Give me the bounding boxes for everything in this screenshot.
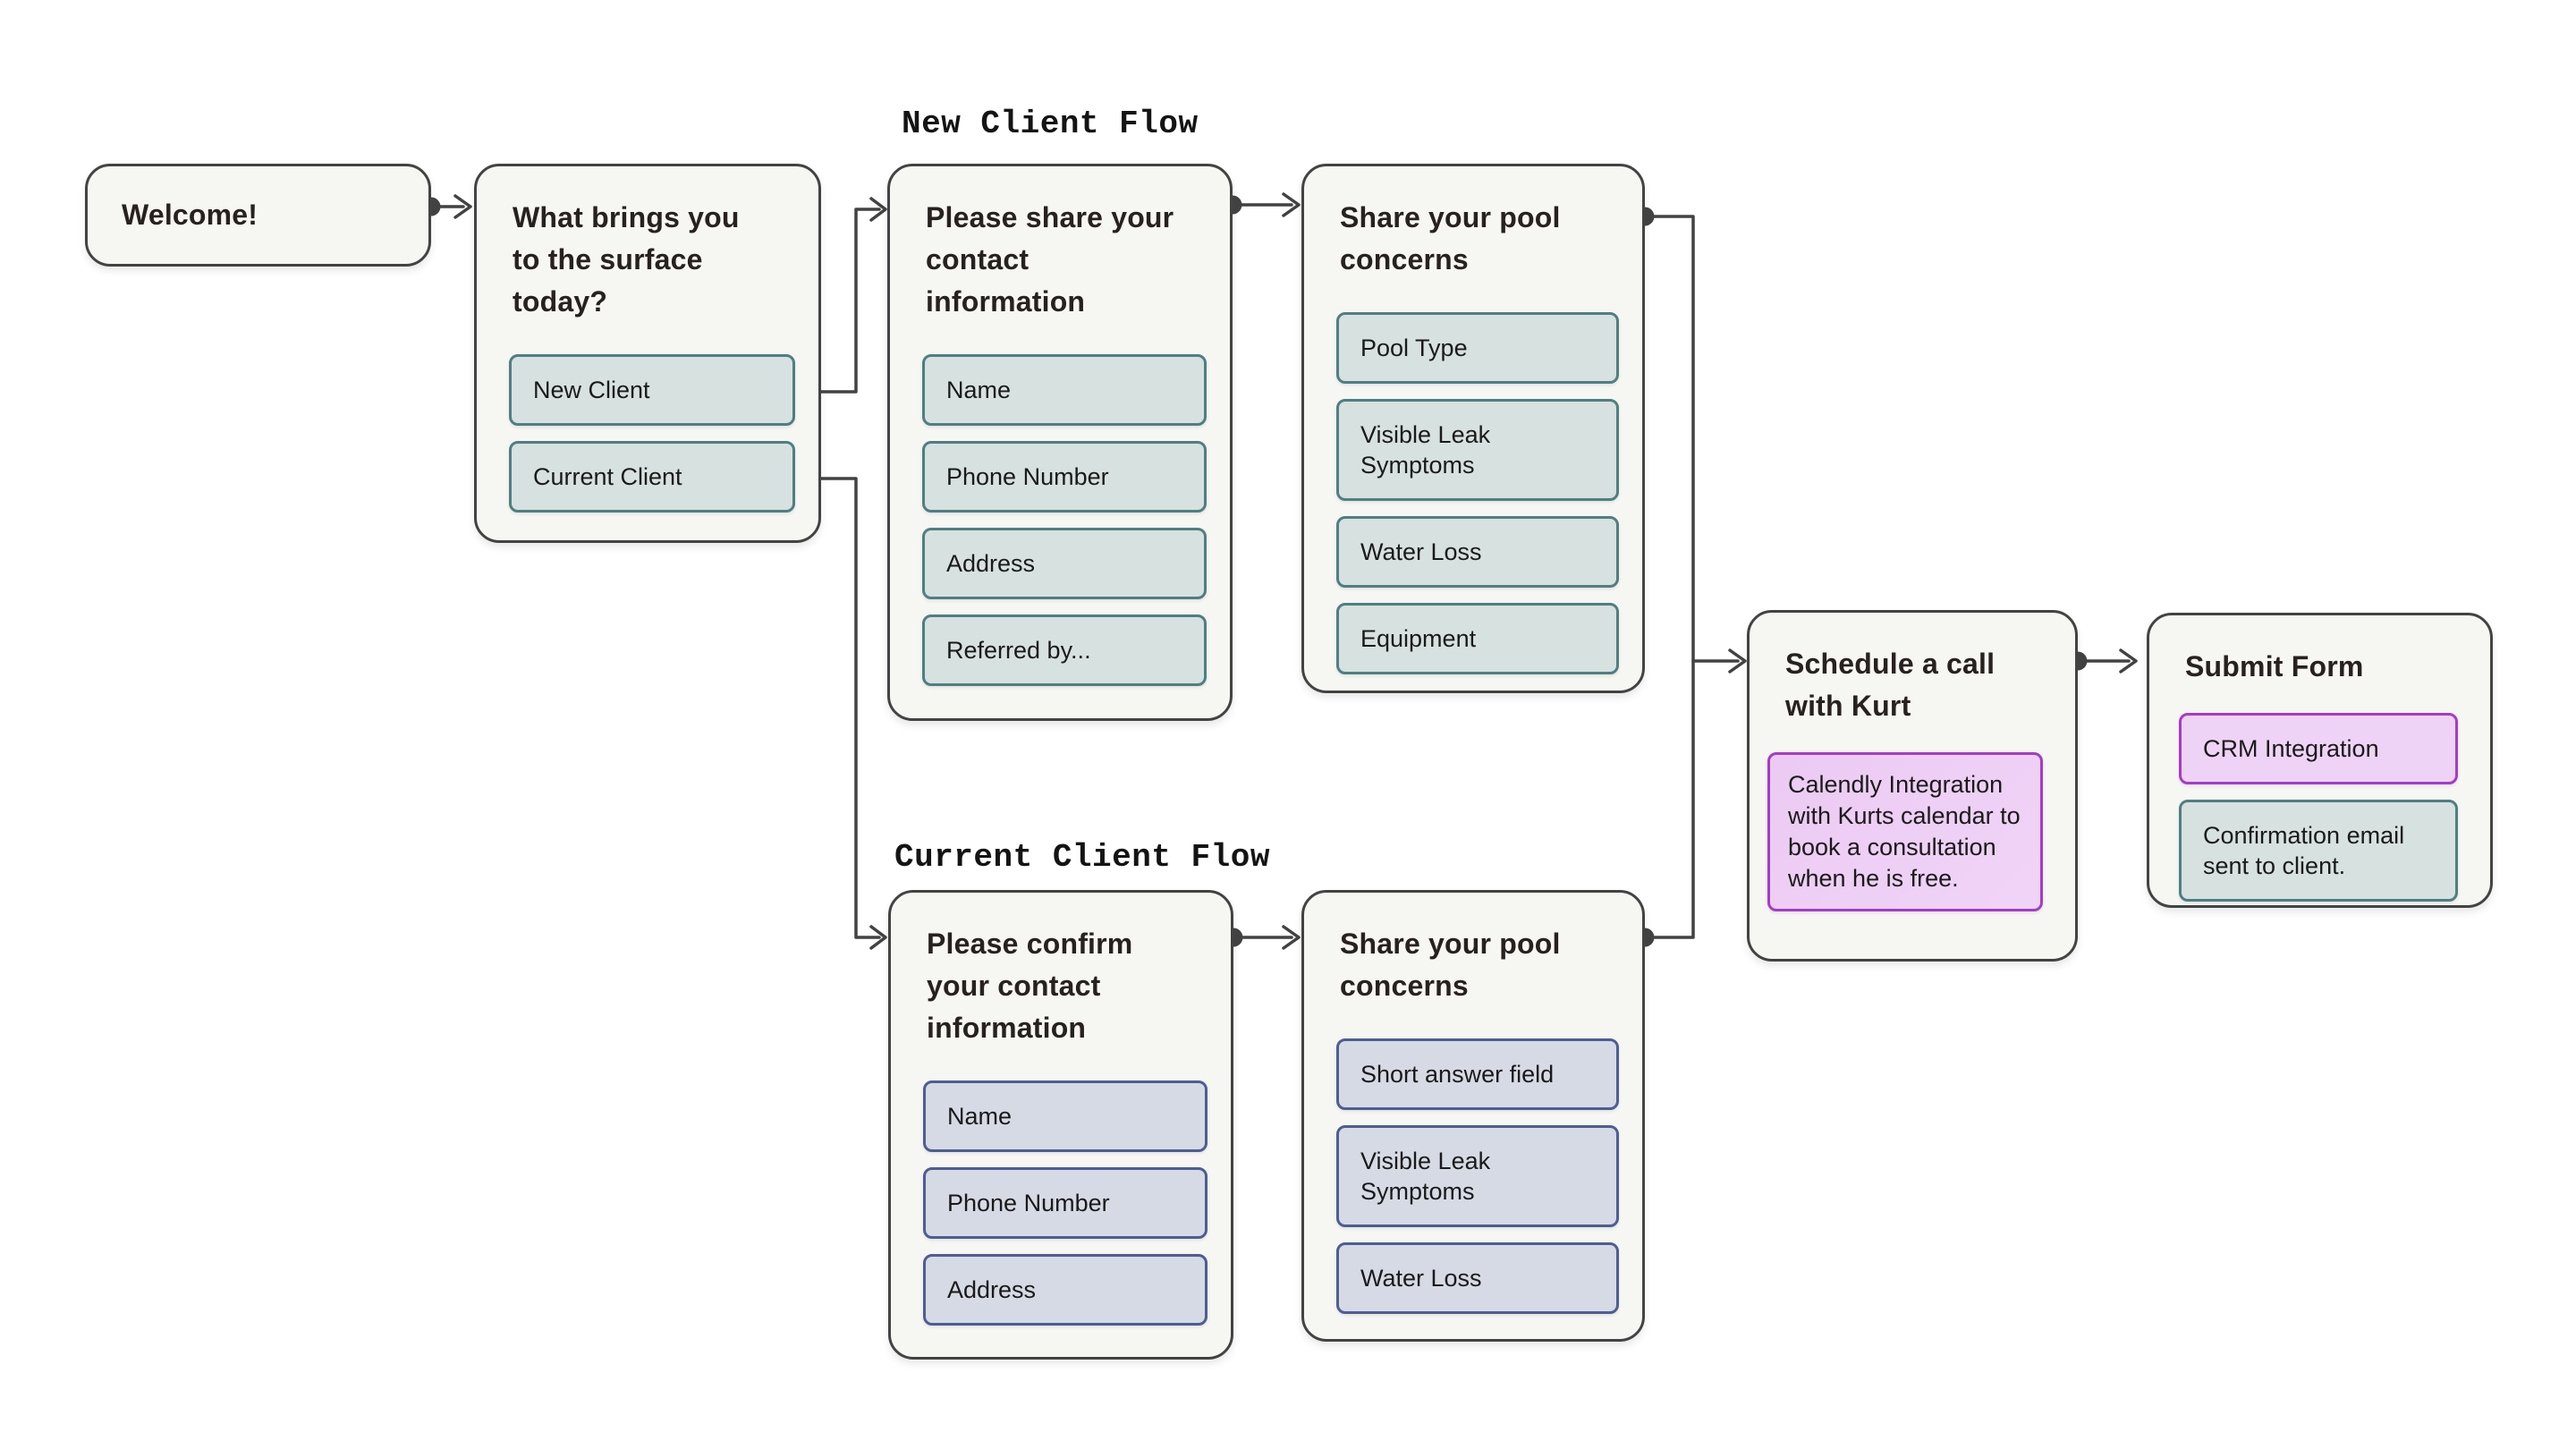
item-phone-number[interactable]: Phone Number xyxy=(923,1167,1208,1239)
node-what-brings[interactable]: What brings you to the surface today? Ne… xyxy=(474,164,821,543)
item-visible-leak-symptoms[interactable]: Visible Leak Symptoms xyxy=(1336,399,1619,501)
node-pool-concerns-current-items: Short answer field Visible Leak Symptoms… xyxy=(1304,1038,1642,1314)
item-name[interactable]: Name xyxy=(922,354,1207,426)
node-what-brings-title: What brings you to the surface today? xyxy=(513,201,740,318)
item-equipment[interactable]: Equipment xyxy=(1336,603,1619,674)
item-calendly-integration-note[interactable]: Calendly Integration with Kurts calendar… xyxy=(1767,752,2043,911)
node-confirm-contact-items: Name Phone Number Address xyxy=(891,1080,1231,1326)
item-pool-type[interactable]: Pool Type xyxy=(1336,312,1619,384)
node-pool-concerns-current[interactable]: Share your pool concerns Short answer fi… xyxy=(1301,890,1645,1342)
item-address[interactable]: Address xyxy=(923,1254,1208,1326)
node-schedule-call-title: Schedule a call with Kurt xyxy=(1785,648,1996,722)
edge-pool-concerns-new-to-schedule-call[interactable] xyxy=(1635,207,1747,674)
item-new-client[interactable]: New Client xyxy=(509,354,795,426)
item-phone-number[interactable]: Phone Number xyxy=(922,441,1207,513)
node-share-contact-title: Please share your contact information xyxy=(926,201,1174,318)
arrowhead-icon xyxy=(869,197,887,222)
edge-line xyxy=(1643,215,1740,663)
item-water-loss[interactable]: Water Loss xyxy=(1336,1242,1619,1314)
node-schedule-call-items: Calendly Integration with Kurts calendar… xyxy=(1750,752,2075,911)
item-short-answer-field[interactable]: Short answer field xyxy=(1336,1038,1619,1110)
node-share-contact-items: Name Phone Number Address Referred by... xyxy=(890,354,1230,686)
arrowhead-icon xyxy=(1282,192,1301,217)
item-current-client[interactable]: Current Client xyxy=(509,441,795,513)
node-what-brings-items: New Client Current Client xyxy=(477,354,818,513)
arrowhead-icon xyxy=(1728,648,1747,674)
flow-label-current-client[interactable]: Current Client Flow xyxy=(894,839,1270,876)
item-confirmation-email[interactable]: Confirmation email sent to client. xyxy=(2179,800,2458,902)
edge-schedule-call-to-submit-form[interactable] xyxy=(2068,648,2138,674)
node-pool-concerns-new[interactable]: Share your pool concerns Pool Type Visib… xyxy=(1301,164,1645,693)
node-pool-concerns-new-title: Share your pool concerns xyxy=(1340,201,1561,275)
node-submit-form[interactable]: Submit Form CRM Integration Confirmation… xyxy=(2147,613,2493,908)
edge-line xyxy=(1643,659,1695,939)
node-share-contact[interactable]: Please share your contact information Na… xyxy=(887,164,1233,721)
node-schedule-call[interactable]: Schedule a call with Kurt Calendly Integ… xyxy=(1747,610,2078,962)
item-referred-by[interactable]: Referred by... xyxy=(922,614,1207,686)
node-submit-form-items: CRM Integration Confirmation email sent … xyxy=(2149,713,2490,902)
edge-pool-concerns-current-to-schedule-call[interactable] xyxy=(1635,659,1695,947)
item-visible-leak-symptoms[interactable]: Visible Leak Symptoms xyxy=(1336,1125,1619,1227)
edge-confirm-contact-to-pool-concerns-current[interactable] xyxy=(1224,925,1301,950)
node-pool-concerns-new-items: Pool Type Visible Leak Symptoms Water Lo… xyxy=(1304,312,1642,674)
item-crm-integration[interactable]: CRM Integration xyxy=(2179,713,2458,784)
edge-share-contact-to-pool-concerns-new[interactable] xyxy=(1223,192,1301,217)
item-water-loss[interactable]: Water Loss xyxy=(1336,516,1619,588)
node-welcome[interactable]: Welcome! xyxy=(85,164,431,267)
arrowhead-icon xyxy=(1282,925,1301,950)
edge-line xyxy=(787,477,881,939)
node-submit-form-title: Submit Form xyxy=(2185,650,2364,682)
item-address[interactable]: Address xyxy=(922,528,1207,599)
flow-label-new-client[interactable]: New Client Flow xyxy=(902,106,1199,142)
arrowhead-icon xyxy=(453,194,472,219)
item-name[interactable]: Name xyxy=(923,1080,1208,1152)
node-welcome-title: Welcome! xyxy=(122,199,258,231)
arrowhead-icon xyxy=(2119,648,2138,674)
node-confirm-contact-title: Please confirm your contact information xyxy=(927,928,1133,1044)
node-pool-concerns-current-title: Share your pool concerns xyxy=(1340,928,1561,1002)
arrowhead-icon xyxy=(869,925,887,950)
node-confirm-contact[interactable]: Please confirm your contact information … xyxy=(888,890,1233,1360)
